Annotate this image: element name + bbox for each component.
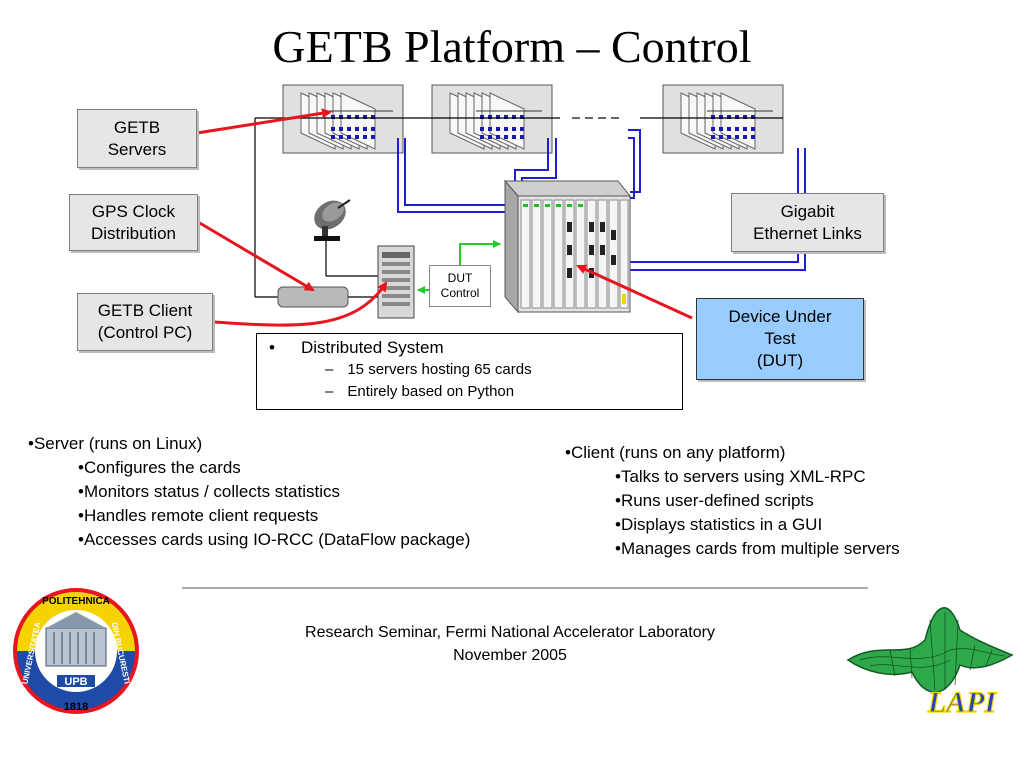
gps-clock-label: GPS Clock Distribution xyxy=(69,194,198,251)
list-item: •Manages cards from multiple servers xyxy=(615,539,900,558)
dash-glyph: – xyxy=(325,383,334,400)
upb-logo-text: UPB xyxy=(64,676,87,688)
getb-servers-line1: GETB xyxy=(113,117,161,137)
upb-logo-ring-top: POLITEHNICA xyxy=(42,596,110,607)
client-pc-icon xyxy=(377,245,415,319)
gps-clock-line2: Distribution xyxy=(90,223,177,243)
footer-date: November 2005 xyxy=(453,647,567,664)
dut-control-label: DUT Control xyxy=(429,265,491,307)
client-list: •Client (runs on any platform) •Talks to… xyxy=(565,441,900,561)
list-item: •Handles remote client requests xyxy=(78,506,319,525)
bullet-glyph: • xyxy=(269,338,275,357)
callout-arrows xyxy=(196,108,693,327)
distributed-item-text: Entirely based on Python xyxy=(347,383,515,400)
distributed-item: –15 servers hosting 65 cards xyxy=(325,361,532,378)
list-item: •Monitors status / collects statistics xyxy=(78,482,340,501)
gigabit-line1: Gigabit xyxy=(780,201,835,221)
dut-control-line2: Control xyxy=(440,286,480,300)
list-item: •Talks to servers using XML-RPC xyxy=(615,467,866,486)
lapi-logo: LAPI xyxy=(846,607,1014,720)
dut-control-arrows xyxy=(417,240,501,294)
server-rack-1 xyxy=(282,84,404,154)
distributed-system-box: • Distributed System –15 servers hosting … xyxy=(256,333,683,410)
client-list-heading: •Client (runs on any platform) xyxy=(565,443,786,462)
control-network-line xyxy=(254,117,783,298)
distributed-item: –Entirely based on Python xyxy=(325,383,514,400)
list-item: •Runs user-defined scripts xyxy=(615,491,814,510)
dut-line3: (DUT) xyxy=(756,351,804,370)
server-list-heading: •Server (runs on Linux) xyxy=(28,434,203,453)
getb-client-line2: (Control PC) xyxy=(97,323,193,342)
dut-label: Device Under Test (DUT) xyxy=(696,298,864,380)
dut-control-line1: DUT xyxy=(447,271,473,285)
dut-chassis-icon xyxy=(503,179,632,314)
getb-servers-label: GETB Servers xyxy=(77,109,197,168)
dut-line1: Device Under xyxy=(728,307,832,326)
distributed-heading: • Distributed System xyxy=(269,338,444,358)
upb-logo: UPB 1818 POLITEHNICA UNIVERSITATEA DIN B… xyxy=(13,588,139,714)
dut-line2: Test xyxy=(764,329,796,348)
gps-clock-line1: GPS Clock xyxy=(91,201,176,221)
gigabit-line2: Ethernet Links xyxy=(753,223,862,243)
gigabit-label: Gigabit Ethernet Links xyxy=(731,193,884,252)
list-item: •Accesses cards using IO-RCC (DataFlow p… xyxy=(78,530,471,549)
distributed-heading-text: Distributed System xyxy=(300,338,444,357)
list-item: •Displays statistics in a GUI xyxy=(615,515,823,534)
getb-client-line1: GETB Client xyxy=(97,301,193,320)
server-rack-2 xyxy=(431,84,553,154)
server-list: •Server (runs on Linux) •Configures the … xyxy=(28,432,470,552)
getb-servers-line2: Servers xyxy=(107,139,167,159)
page-title: GETB Platform – Control xyxy=(272,21,752,72)
distributed-item-text: 15 servers hosting 65 cards xyxy=(347,361,532,378)
list-item: •Configures the cards xyxy=(78,458,241,477)
getb-client-label: GETB Client (Control PC) xyxy=(77,293,213,351)
dash-glyph: – xyxy=(325,361,334,378)
upb-logo-year: 1818 xyxy=(64,701,88,713)
lapi-logo-text: LAPI xyxy=(927,686,998,719)
footer-seminar: Research Seminar, Fermi National Acceler… xyxy=(305,624,715,641)
gigabit-links xyxy=(397,129,806,271)
satellite-dish-icon xyxy=(314,199,351,241)
server-rack-3 xyxy=(662,84,784,154)
